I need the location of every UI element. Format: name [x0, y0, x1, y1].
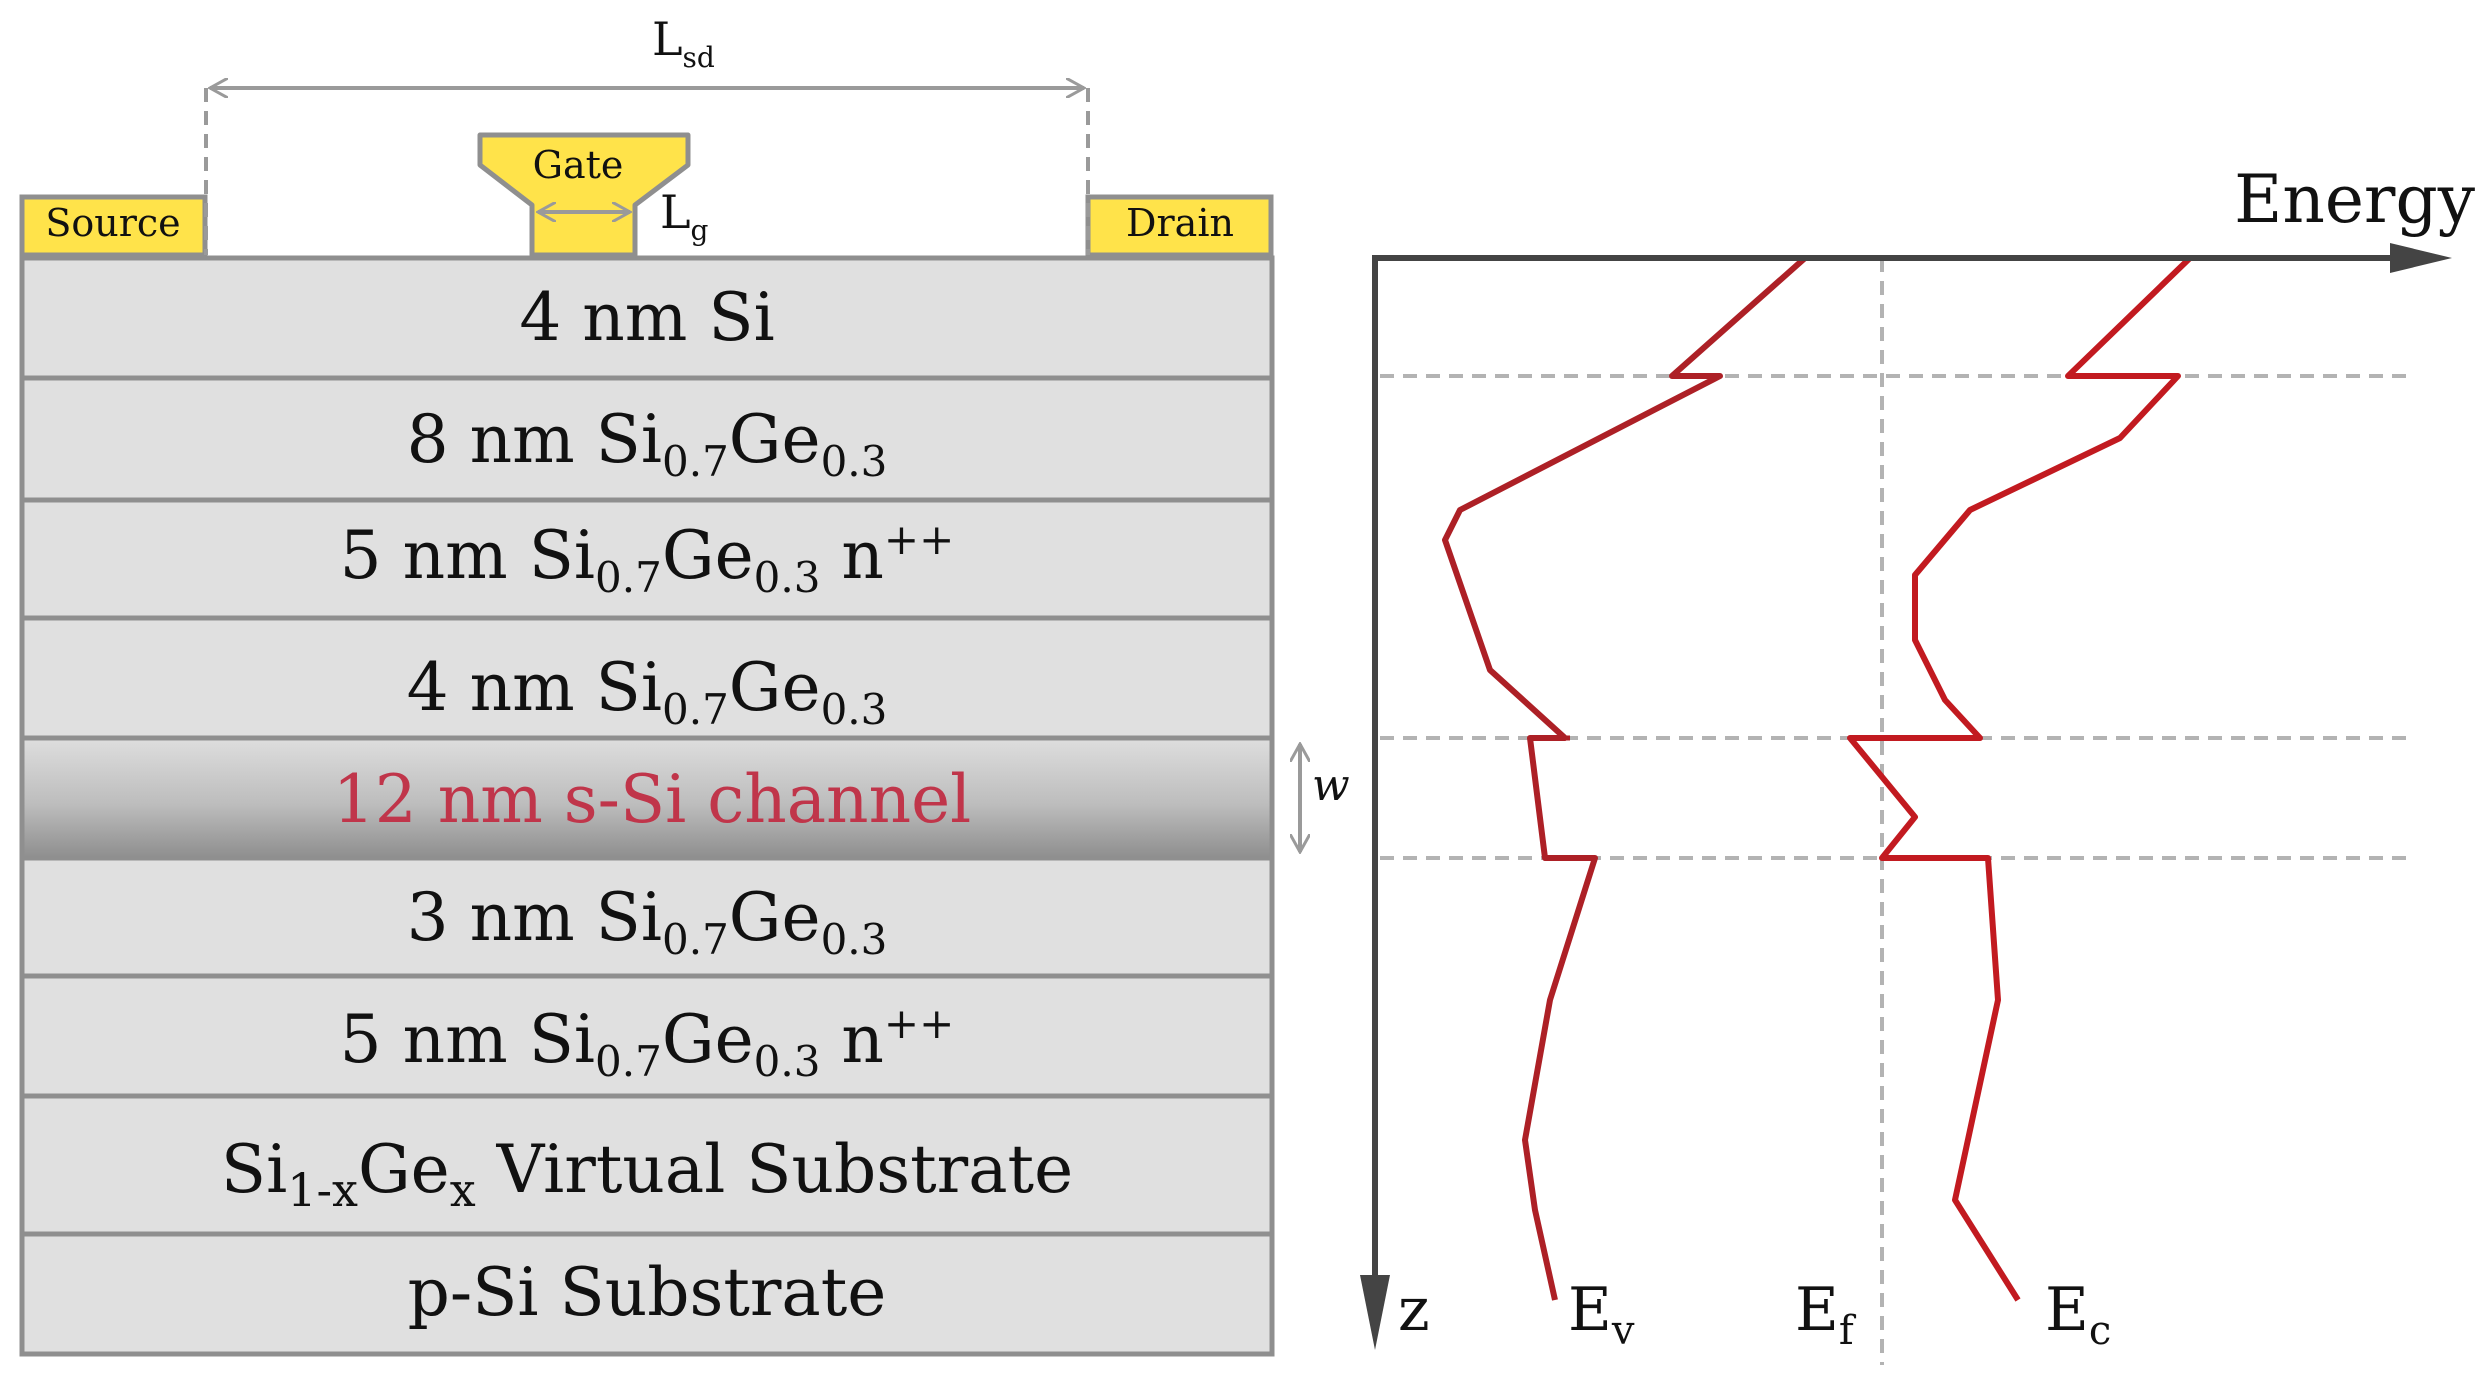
channel-layer-label: 12 nm s-Si channel — [333, 761, 972, 838]
band-diagram: Energy z Ev Ef Ec — [1360, 161, 2475, 1365]
drain-label: Drain — [1126, 201, 1234, 245]
layer-7-label: 5 nm Si0.7Ge0.3 n++ — [340, 999, 955, 1086]
conduction-band-line — [1847, 255, 2193, 1302]
lg-label: Lg — [660, 185, 709, 247]
layer-labels: 4 nm Si 8 nm Si0.7Ge0.3 5 nm Si0.7Ge0.3 … — [221, 279, 1073, 1331]
layer-1-box — [19, 255, 1275, 381]
w-dimension: w — [1300, 744, 1350, 852]
w-label: w — [1312, 760, 1350, 811]
layer-8-box — [19, 1093, 1275, 1237]
gate-label: Gate — [533, 143, 624, 187]
ec-label: Ec — [2045, 1275, 2111, 1354]
source-label: Source — [45, 201, 180, 245]
lsd-dimension: Lsd — [204, 12, 1090, 255]
layer-8-label: Si1-xGex Virtual Substrate — [221, 1131, 1073, 1217]
layer-9-box — [19, 1231, 1275, 1357]
gate-contact — [477, 132, 691, 258]
layer-stack — [19, 255, 1275, 1357]
ef-label: Ef — [1795, 1275, 1857, 1354]
layer-9-label: p-Si Substrate — [408, 1254, 887, 1331]
valence-band-line — [1442, 255, 1807, 1301]
energy-axis-arrowhead — [2390, 243, 2452, 273]
layer-4-box — [19, 615, 1275, 741]
contacts: Source Drain Gate — [19, 132, 1274, 258]
layer-1-label: 4 nm Si — [519, 279, 774, 356]
layer-4-label: 4 nm Si0.7Ge0.3 — [407, 649, 888, 734]
layer-6-box — [19, 855, 1275, 979]
layer-2-box — [19, 375, 1275, 503]
layer-6-label: 3 nm Si0.7Ge0.3 — [407, 879, 888, 964]
ev-label: Ev — [1568, 1275, 1635, 1354]
lsd-label: Lsd — [652, 12, 715, 74]
z-axis-arrowhead — [1360, 1275, 1390, 1350]
lg-dimension: Lg — [538, 185, 709, 247]
layer-3-label: 5 nm Si0.7Ge0.3 n++ — [340, 515, 955, 602]
layer-2-label: 8 nm Si0.7Ge0.3 — [407, 401, 888, 486]
energy-axis-label: Energy — [2234, 161, 2475, 238]
z-axis-label: z — [1398, 1275, 1430, 1345]
